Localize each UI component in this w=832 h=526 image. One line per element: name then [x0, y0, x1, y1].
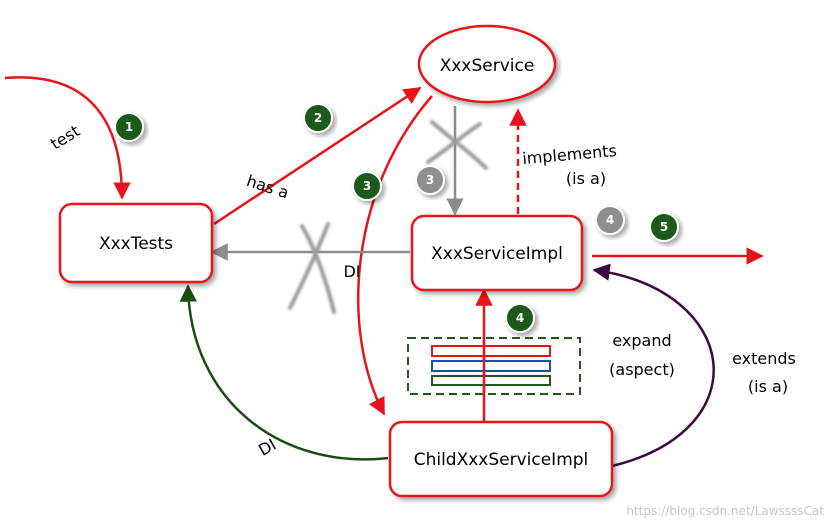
has-a-arrow: [213, 86, 422, 226]
step-badge-3-gray: 3: [415, 165, 445, 195]
aspect-layer-green: [431, 375, 551, 386]
step-badge-4-gray: 4: [595, 205, 625, 235]
aspect-layer-red: [431, 345, 551, 357]
xxx-tests-node: XxxTests: [58, 202, 214, 284]
di-label-top: DI: [343, 262, 360, 281]
cross-out-mark-top: [426, 120, 488, 170]
aspect-group-box: [407, 337, 581, 395]
expand-label: expand: [612, 331, 671, 350]
extends-arrow: [592, 263, 715, 468]
implements-label: implements: [522, 141, 618, 168]
aspect-layer-blue: [431, 360, 551, 372]
child-xxx-service-impl-label: ChildXxxServiceImpl: [414, 450, 589, 470]
extends-is-a-label: (is a): [748, 377, 788, 396]
implements-is-a-label: (is a): [566, 169, 606, 188]
extends-label: extends: [732, 349, 796, 368]
test-label: test: [47, 121, 83, 153]
step-badge-1: 1: [114, 112, 144, 142]
test-arrow: [4, 76, 131, 200]
step-badge-5: 5: [649, 212, 679, 242]
svg-text:1: 1: [125, 120, 133, 134]
svg-text:5: 5: [660, 220, 668, 234]
xxx-service-node: XxxService: [417, 24, 557, 104]
has-a-label: has a: [244, 171, 291, 202]
svg-text:3: 3: [363, 179, 371, 193]
step-badge-2: 2: [303, 103, 333, 133]
xxx-service-impl-label: XxxServiceImpl: [431, 244, 563, 264]
service-to-child-arrow: [357, 95, 433, 416]
svg-text:4: 4: [516, 311, 524, 325]
svg-text:2: 2: [314, 111, 322, 125]
watermark-text: https://blog.csdn.net/LawssssCat: [626, 504, 824, 518]
expand-aspect-label: (aspect): [609, 360, 675, 379]
child-xxx-service-impl-node: ChildXxxServiceImpl: [388, 420, 614, 498]
di-green-arrow: [179, 284, 389, 461]
xxx-service-impl-node: XxxServiceImpl: [410, 214, 584, 292]
svg-text:4: 4: [606, 213, 614, 227]
svg-text:3: 3: [426, 173, 434, 187]
xxx-service-label: XxxService: [440, 56, 535, 76]
step-badge-4-green: 4: [505, 303, 535, 333]
xxx-tests-label: XxxTests: [99, 234, 173, 254]
step-badge-3-green: 3: [352, 171, 382, 201]
cross-out-mark-di: [288, 222, 336, 314]
